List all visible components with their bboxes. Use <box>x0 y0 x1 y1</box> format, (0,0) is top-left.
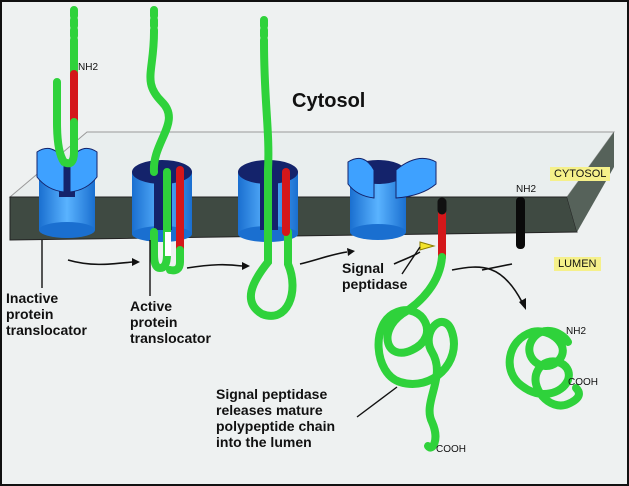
nh2-label-1: NH2 <box>78 62 99 73</box>
signal-peptidase-label: Signal peptidase <box>342 260 408 292</box>
transmembrane-marker <box>516 197 525 249</box>
release-caption: Signal peptidase releases mature polypep… <box>216 386 336 450</box>
arrowheads <box>132 248 526 310</box>
polypeptide-1 <box>53 6 78 168</box>
active-translocator-label: Active protein translocator <box>130 298 211 346</box>
translocator-1 <box>36 147 98 238</box>
nh2-label-2: NH2 <box>516 184 537 195</box>
membrane-band-side <box>567 132 614 232</box>
polypeptide-2 <box>146 6 184 275</box>
translocator-4 <box>347 157 437 240</box>
cooh-label-2: COOH <box>436 444 466 455</box>
cooh-label-1: COOH <box>568 377 598 388</box>
lumen-tag: LUMEN <box>554 257 601 271</box>
polypeptide-3 <box>247 16 297 320</box>
inactive-translocator-label: Inactive protein translocator <box>6 290 87 338</box>
signal-peptidase <box>419 241 436 251</box>
cytosol-title: Cytosol <box>292 90 366 112</box>
mature-chain-1 <box>374 253 458 452</box>
cytosol-tag: CYTOSOL <box>550 167 611 181</box>
mature-chain-2 <box>505 326 583 410</box>
nh2-label-3: NH2 <box>566 326 587 337</box>
